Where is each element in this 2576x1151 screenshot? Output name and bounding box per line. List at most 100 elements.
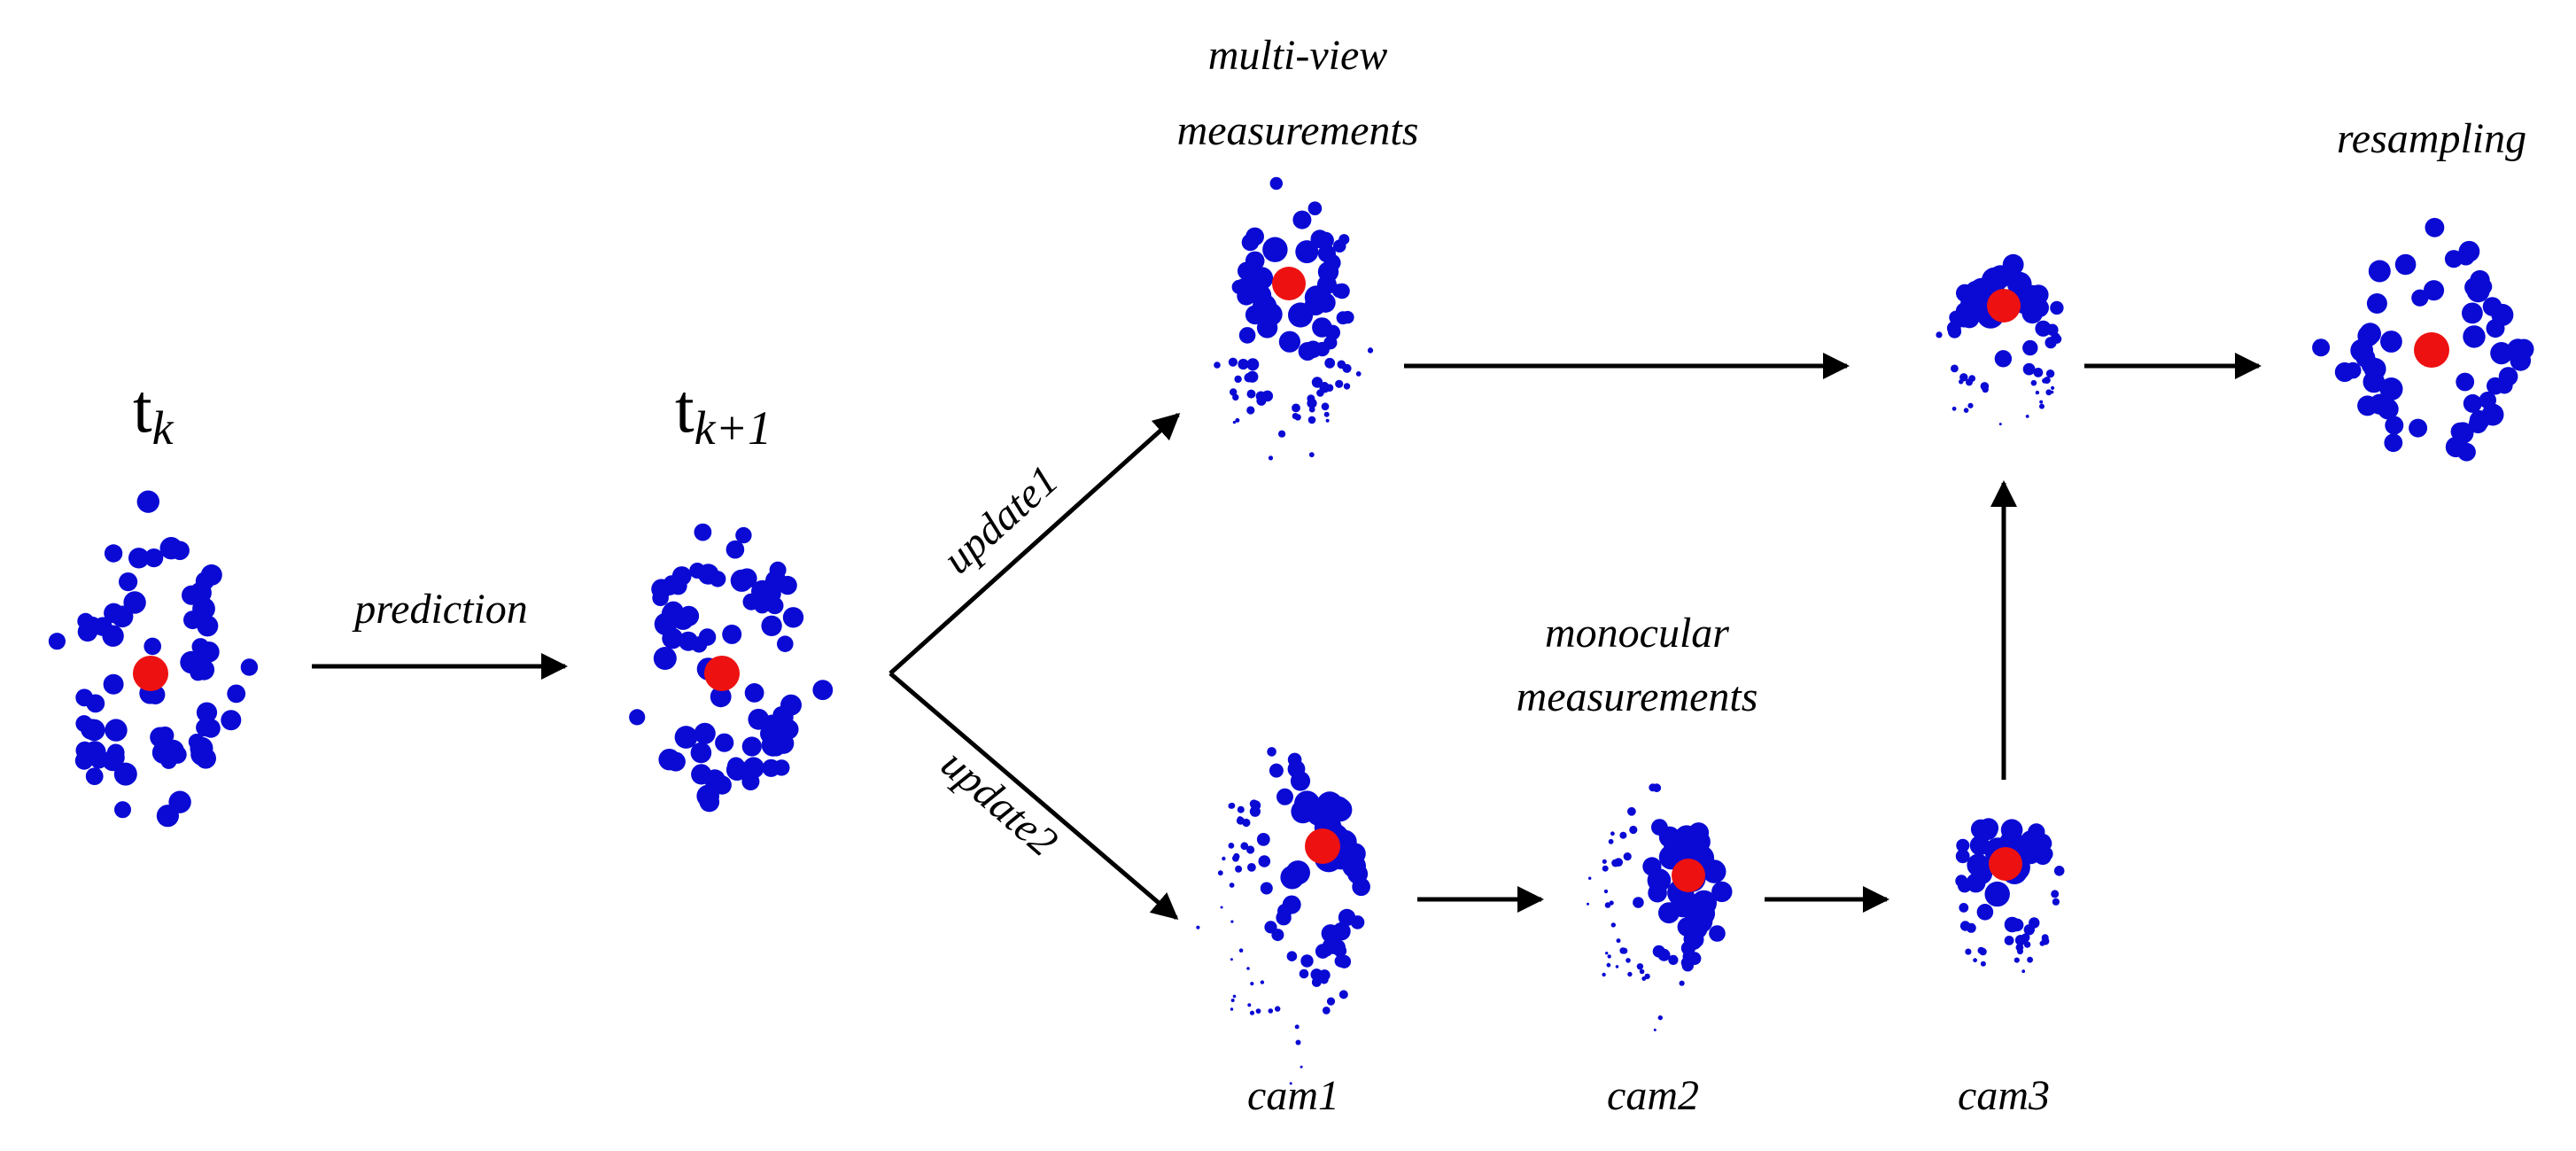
particle [765,596,784,615]
particle [1271,929,1284,942]
particle [119,572,138,592]
particle [1255,1008,1261,1014]
particle [2025,415,2029,418]
particle [2041,937,2050,945]
particle [777,635,794,652]
particle [1967,853,1990,877]
particle [2425,217,2445,237]
cam2-label: cam2 [1607,1072,1699,1119]
particle [1323,253,1341,272]
particle [1602,865,1609,872]
particle [2456,372,2475,392]
particle [144,548,164,568]
particle [240,658,259,676]
particle [1238,327,1256,344]
particle [48,633,66,650]
particle [106,743,125,762]
particle [1998,423,2002,426]
particle [1247,863,1256,872]
particle [103,673,124,695]
particle [2004,916,2021,933]
particle [114,801,131,819]
particle [2458,240,2480,262]
particle [2017,948,2023,955]
particle [2368,260,2391,283]
multiview-label-line2: measurements [1177,107,1419,154]
particle [2312,338,2331,357]
particle [1633,897,1644,908]
particle-cloud-cam2 [1587,783,1733,1031]
particle [197,615,219,637]
particle [1977,946,1985,954]
particle [1196,925,1200,929]
particle [1604,902,1611,908]
particle [1607,954,1611,959]
particle [1605,952,1609,955]
particle [1606,962,1611,968]
state-estimate-marker [1672,859,1705,892]
particle [1668,954,1679,965]
particle [1602,972,1606,977]
particle [77,621,98,642]
particle [1689,910,1713,933]
particle [735,526,752,544]
particle [1256,833,1270,846]
particle [1627,806,1636,816]
particle [1307,416,1316,424]
particle [1232,420,1237,424]
particle-cloud-tk1 [629,523,834,813]
particle [1237,805,1245,813]
particle [2384,433,2403,453]
particle [1619,947,1626,954]
state-estimate-marker [1272,267,1306,300]
particle [159,537,182,560]
particle [2394,253,2417,276]
particle [1342,363,1352,373]
particle [1320,381,1329,390]
particle [2035,390,2040,395]
particle [1234,278,1252,296]
particle [75,741,94,760]
particle [715,733,734,752]
particle [1246,389,1256,399]
particle [2481,403,2504,426]
particle [1959,903,1969,913]
particle [2050,300,2064,315]
particle [1307,394,1315,403]
particle [1680,957,1693,968]
particle [1311,977,1322,987]
particle [2037,836,2052,852]
particle [1222,856,1226,861]
particle [694,523,712,541]
particle [1246,845,1255,854]
particle [762,714,782,734]
particle [741,736,762,757]
particle [1608,838,1614,844]
particle [1278,430,1286,438]
particle [1334,954,1347,968]
particle [1644,973,1650,980]
particle [1355,371,1362,377]
particle [1300,954,1314,968]
particle [1965,948,1972,955]
particle [1276,910,1292,926]
particle [1299,968,1309,979]
particle [1616,938,1621,944]
particle [1982,267,2007,293]
state-estimate-marker [1987,289,2021,323]
particle [2463,325,2486,348]
particle [2033,368,2044,377]
particle [1267,747,1276,757]
update1-arrow [888,412,1181,675]
particle [1307,201,1323,215]
particle [1653,1028,1657,1031]
particle [1973,958,1978,963]
particle [699,791,720,813]
particle [725,758,749,782]
particle [1959,379,1964,385]
particle [1253,294,1277,319]
particle [698,628,717,646]
particle [1269,763,1284,778]
particle [113,762,137,786]
particle [1602,859,1607,864]
